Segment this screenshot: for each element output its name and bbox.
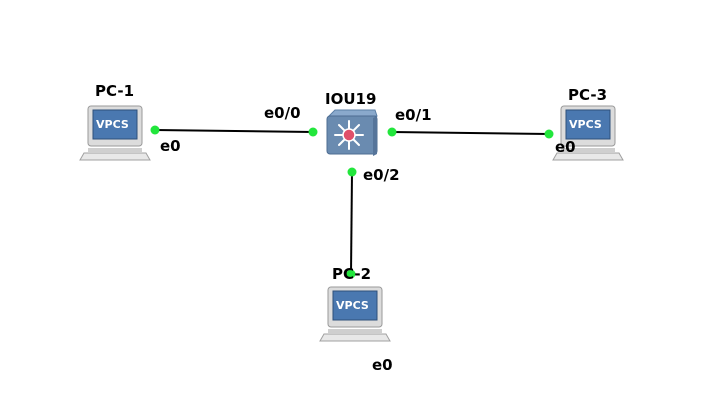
- iou19-label[interactable]: IOU19: [325, 90, 377, 108]
- port-label-iou19-e0-2: e0/2: [363, 166, 400, 184]
- link-iou19-pc3[interactable]: [391, 131, 550, 135]
- port-label-pc3-e0: e0: [555, 138, 576, 156]
- pc2-label[interactable]: PC-2: [332, 265, 372, 283]
- port-dot-iou19-e0-1[interactable]: [387, 127, 397, 137]
- pc1-label[interactable]: PC-1: [95, 82, 135, 100]
- port-dot-pc2-e0[interactable]: [346, 269, 356, 279]
- port-dot-pc1-e0[interactable]: [150, 125, 160, 135]
- iou19-node[interactable]: [326, 109, 378, 156]
- port-label-pc1-e0: e0: [160, 137, 181, 155]
- pc3-badge: VPCS: [569, 118, 602, 131]
- link-iou19-pc2[interactable]: [350, 171, 353, 275]
- link-iou19-pc1[interactable]: [154, 129, 314, 133]
- layer3-switch-icon: [326, 109, 378, 156]
- pc1-badge: VPCS: [96, 118, 129, 131]
- port-label-iou19-e0-1: e0/1: [395, 106, 432, 124]
- port-dot-iou19-e0-0[interactable]: [308, 127, 318, 137]
- pc3-node[interactable]: VPCS: [552, 105, 624, 161]
- port-dot-iou19-e0-2[interactable]: [347, 167, 357, 177]
- pc3-label[interactable]: PC-3: [568, 86, 608, 104]
- vpcs-pc-icon: [79, 105, 151, 161]
- vpcs-pc-icon: [319, 286, 391, 342]
- pc2-badge: VPCS: [336, 299, 369, 312]
- pc2-node[interactable]: VPCS: [319, 286, 391, 342]
- port-label-pc2-e0: e0: [372, 356, 393, 374]
- pc1-node[interactable]: VPCS: [79, 105, 151, 161]
- port-label-iou19-e0-0: e0/0: [264, 104, 301, 122]
- vpcs-pc-icon: [552, 105, 624, 161]
- port-dot-pc3-e0[interactable]: [544, 129, 554, 139]
